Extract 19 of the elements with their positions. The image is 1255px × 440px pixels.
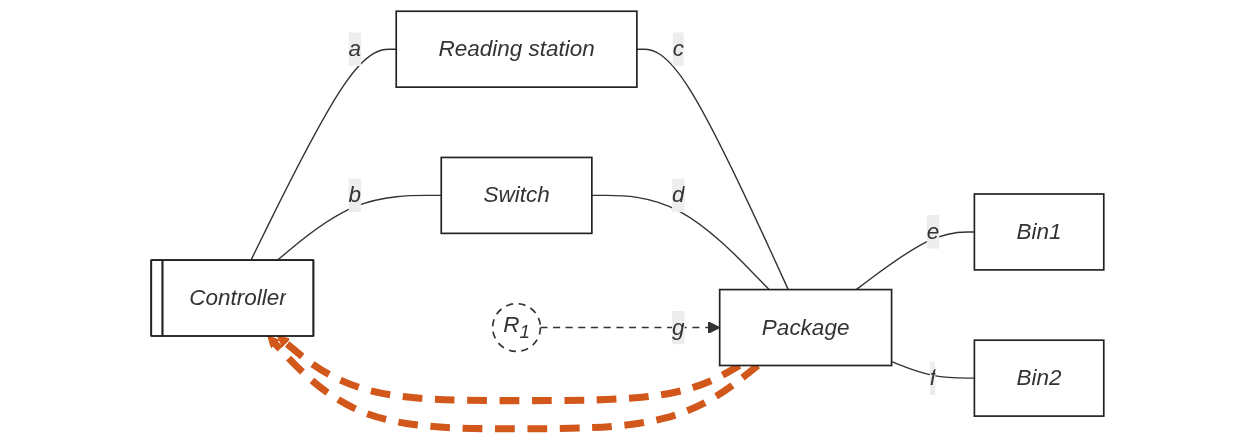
edge-label: e xyxy=(926,219,940,244)
connector xyxy=(636,48,789,291)
edge-label: g xyxy=(672,314,685,339)
node-box: Reading station xyxy=(395,10,638,88)
node-box: Bin1 xyxy=(973,193,1105,271)
node-box: Bin2 xyxy=(973,339,1105,417)
edge-label: d xyxy=(672,182,685,207)
connector xyxy=(250,48,397,261)
node-box: Package xyxy=(718,288,893,367)
edge-label: f xyxy=(929,365,937,390)
arrow xyxy=(277,335,742,405)
connector xyxy=(276,194,442,261)
arrow xyxy=(267,335,761,433)
edge-label: b xyxy=(348,182,362,207)
edge-label: a xyxy=(348,36,362,61)
node-box: Switch xyxy=(440,156,593,235)
edge-label: c xyxy=(672,36,684,61)
node-circle: R$_{1}$ xyxy=(491,302,542,353)
connector xyxy=(591,194,770,291)
